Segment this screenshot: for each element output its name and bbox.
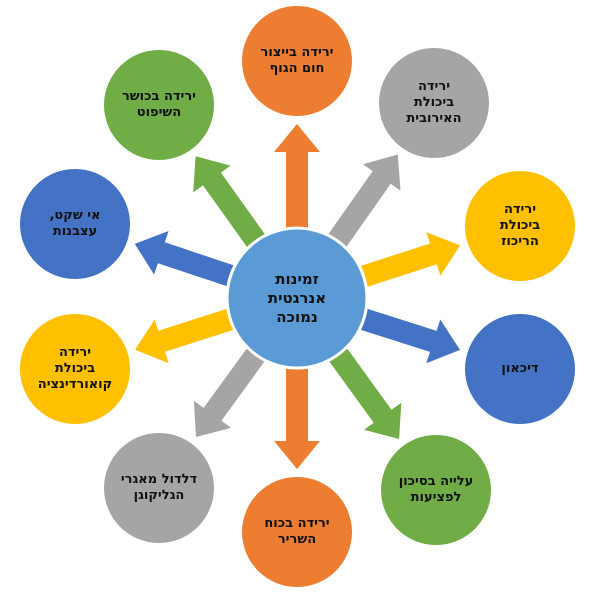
node-circle-coordination xyxy=(20,314,130,424)
arrow-to-judgment xyxy=(193,156,270,254)
node-label-judgment: ירידה בכושר השיפוט xyxy=(121,89,197,120)
node-circle-judgment xyxy=(104,50,214,160)
node-label-restlessness: אי שקט, עצבנות xyxy=(49,208,101,239)
node-circle-heat-production xyxy=(242,6,352,116)
node-label-coordination: ירידה ביכולת קואורדינציה xyxy=(37,345,113,392)
node-label-muscle-strength: ירידה בכוח השריר xyxy=(264,516,330,547)
arrow-to-restlessness xyxy=(134,231,242,289)
node-circle-injury-risk xyxy=(381,435,491,545)
node-circle-concentration xyxy=(465,171,575,281)
arrow-to-concentration xyxy=(352,232,460,290)
node-label-concentration: ירידה ביכולת הריכוז xyxy=(499,202,541,249)
arrow-to-heat-production xyxy=(274,124,320,236)
arrow-to-coordination xyxy=(135,306,242,364)
node-label-aerobic-capacity: ירידה ביכולת האירובית xyxy=(406,79,462,126)
center-label: זמינות אנרגטית נמוכה xyxy=(267,269,327,326)
arrow-to-muscle-strength xyxy=(274,360,320,469)
arrow-to-depression xyxy=(352,306,460,364)
circles-layer xyxy=(20,6,575,587)
arrow-to-injury-risk xyxy=(324,341,402,439)
node-label-injury-risk: עלייה בסיכון לפציעות xyxy=(398,474,474,505)
node-circle-depression xyxy=(465,314,575,424)
arrows-layer xyxy=(134,124,460,469)
node-label-heat-production: ירידה בייצור חום הגוף xyxy=(260,45,334,76)
arrow-to-glycogen-depletion xyxy=(193,341,270,437)
node-circle-muscle-strength xyxy=(242,477,352,587)
node-circle-restlessness xyxy=(20,169,130,279)
node-label-depression: דיכאון xyxy=(501,361,539,376)
arrow-to-aerobic-capacity xyxy=(323,154,401,254)
node-circle-glycogen-depletion xyxy=(104,433,214,543)
center-circle xyxy=(225,226,369,370)
node-label-glycogen-depletion: דלדול מאגרי הגליקוגן xyxy=(120,472,198,503)
node-circle-aerobic-capacity xyxy=(379,48,489,158)
